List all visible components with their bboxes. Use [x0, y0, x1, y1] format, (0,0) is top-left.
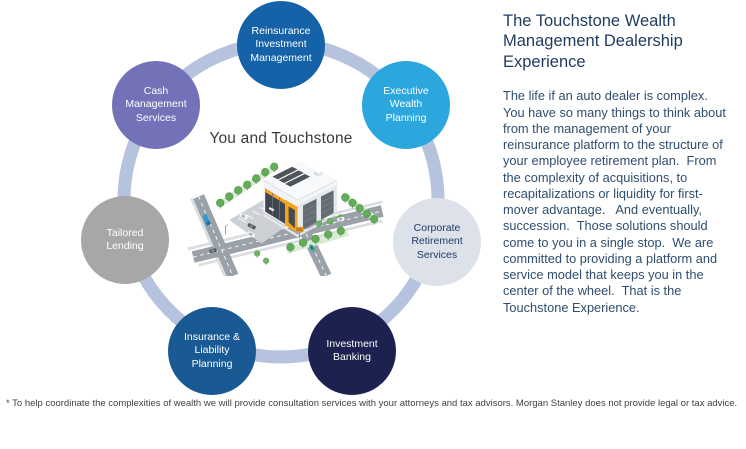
- right-text-panel: The Touchstone Wealth Management Dealers…: [503, 11, 735, 316]
- road-vehicles: [202, 214, 345, 254]
- streetlight: [225, 224, 229, 235]
- parked-car-dark: [247, 223, 256, 230]
- wheel-node-label: Cash Management Services: [125, 85, 187, 124]
- dealership-building-icon: [263, 161, 338, 238]
- lot-sign: [295, 226, 304, 239]
- parked-car-white: [239, 213, 248, 220]
- wheel-node-executive-wealth-planning: Executive Wealth Planning: [362, 61, 450, 149]
- wheel-node-label: Tailored Lending: [106, 226, 144, 252]
- wheel-node-corporate-retirement-services: Corporate Retirement Services: [393, 198, 481, 286]
- car-dealership-illustration: [187, 161, 384, 276]
- page-title: The Touchstone Wealth Management Dealers…: [503, 12, 683, 71]
- wheel-node-label: Executive Wealth Planning: [383, 85, 429, 124]
- wheel-node-cash-management-services: Cash Management Services: [112, 61, 200, 149]
- wheel-center-label: You and Touchstone: [209, 130, 353, 147]
- wheel-node-reinsurance-investment-management: Reinsurance Investment Management: [237, 1, 325, 89]
- wheel-node-label: Reinsurance Investment Management: [250, 25, 312, 64]
- footnote-disclaimer: * To help coordinate the complexities of…: [6, 398, 738, 409]
- wheel-node-label: Insurance & Liability Planning: [183, 331, 241, 370]
- wheel-node-insurance-liability-planning: Insurance & Liability Planning: [168, 307, 256, 395]
- parked-car-white2: [246, 231, 255, 238]
- wheel-node-label: Corporate Retirement Services: [411, 222, 463, 261]
- roads: [187, 194, 384, 276]
- wheel-node-investment-banking: Investment Banking: [308, 307, 396, 395]
- wheel-node-tailored-lending: Tailored Lending: [81, 196, 169, 284]
- slide-body-paragraph: The life if an auto dealer is complex. Y…: [503, 88, 730, 315]
- wheel-node-label: Investment Banking: [326, 337, 378, 363]
